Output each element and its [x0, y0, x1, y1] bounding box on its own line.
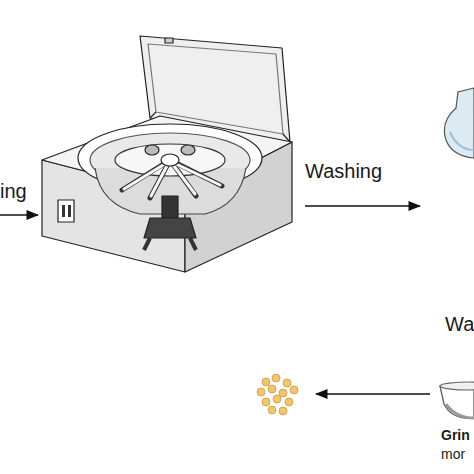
- step-label: Washing: [305, 160, 382, 183]
- mortar-illustration: [440, 382, 474, 418]
- powder-particles: [257, 374, 298, 415]
- step-label: ing: [0, 180, 27, 203]
- centrifuge-illustration: [42, 36, 292, 272]
- step-label: Grin: [441, 427, 470, 443]
- flask-illustration: [444, 88, 474, 158]
- step-label: Wa: [445, 313, 474, 336]
- process-arrow: [0, 214, 38, 216]
- step-label: mor: [441, 446, 465, 462]
- process-arrow: [305, 205, 420, 207]
- process-arrow: [316, 393, 430, 395]
